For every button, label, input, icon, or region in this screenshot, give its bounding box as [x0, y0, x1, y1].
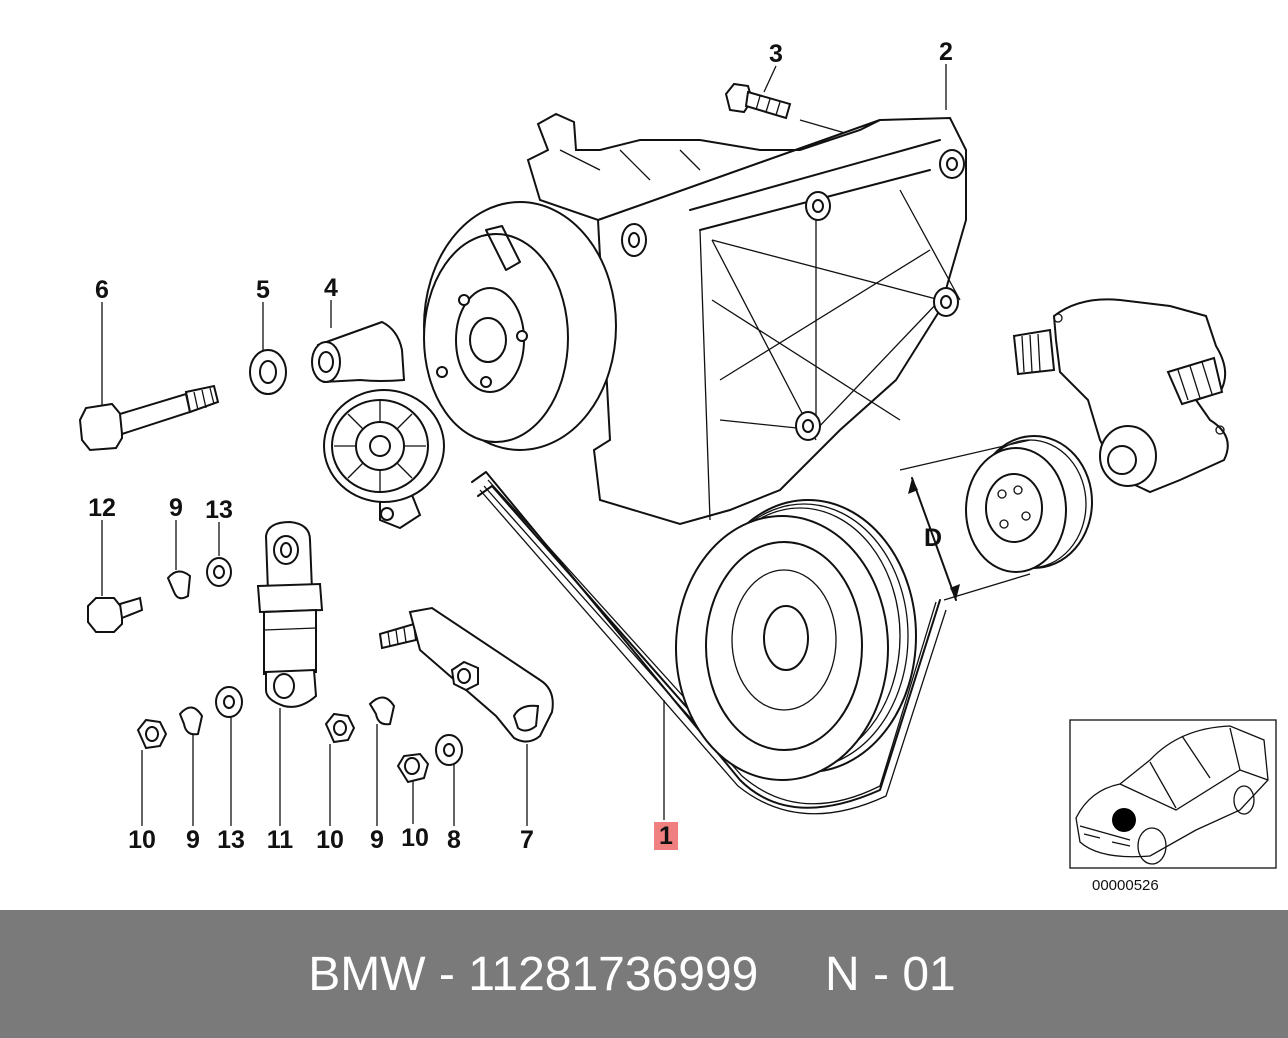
- dimension-label-d: D: [924, 524, 943, 552]
- car-locator-inset: [1069, 719, 1277, 869]
- callout-10-c: 10: [401, 824, 429, 852]
- part-2-pump-bracket: [592, 116, 967, 526]
- callout-13-lower: 13: [217, 826, 245, 854]
- diagram-reference-code: 00000526: [1092, 877, 1159, 894]
- part-7-bracket: [378, 606, 554, 743]
- callout-9-lower-a: 9: [186, 826, 200, 854]
- part-number-banner: BMW - 11281736999 N - 01: [0, 910, 1288, 1038]
- callout-5: 5: [256, 276, 270, 304]
- part-10-nut-c: [396, 752, 430, 784]
- part-8-washer: [435, 734, 463, 766]
- callout-4: 4: [324, 274, 338, 302]
- parts-diagram: 1 2 3 4 5 6 12 9 13 10 9 13 11 10 9 10 8…: [78, 38, 1277, 894]
- steering-pump: [423, 112, 881, 451]
- idler-pulley-d: [899, 435, 1093, 601]
- part-12-short-bolt: [87, 596, 144, 633]
- part-6-long-bolt: [78, 384, 220, 452]
- callout-3: 3: [769, 40, 783, 68]
- part-4-tensioner-pulley: [311, 320, 445, 530]
- part-number-text: BMW - 11281736999 N - 01: [308, 947, 956, 1001]
- callout-12: 12: [88, 494, 116, 522]
- callout-1: 1: [654, 822, 678, 850]
- crankshaft-pulley: [675, 499, 917, 781]
- callout-6: 6: [95, 276, 109, 304]
- exploded-view-drawing: [78, 64, 1277, 869]
- callout-10-a: 10: [128, 826, 156, 854]
- part-10-nut-b: [324, 712, 356, 744]
- hydraulic-pump-right: [1012, 298, 1229, 494]
- part-3-bolt: [724, 82, 792, 120]
- callout-8: 8: [447, 826, 461, 854]
- part-11-damper: [256, 520, 324, 708]
- callout-11: 11: [266, 826, 294, 854]
- part-5-spacer-ring: [249, 349, 287, 395]
- callout-10-b: 10: [316, 826, 344, 854]
- callout-7: 7: [520, 826, 534, 854]
- callout-9-lower-b: 9: [370, 826, 384, 854]
- part-9-shim-b: [178, 706, 204, 736]
- callout-2: 2: [939, 38, 953, 66]
- callout-9-upper: 9: [169, 494, 183, 522]
- part-13-washer-a: [206, 557, 232, 587]
- leader-lines: [101, 64, 947, 826]
- part-9-shim-c: [368, 696, 396, 726]
- part-13-washer-b: [215, 686, 243, 718]
- callout-13-upper: 13: [205, 496, 233, 524]
- part-10-nut-a: [136, 718, 168, 750]
- part-9-shim-a: [166, 570, 192, 600]
